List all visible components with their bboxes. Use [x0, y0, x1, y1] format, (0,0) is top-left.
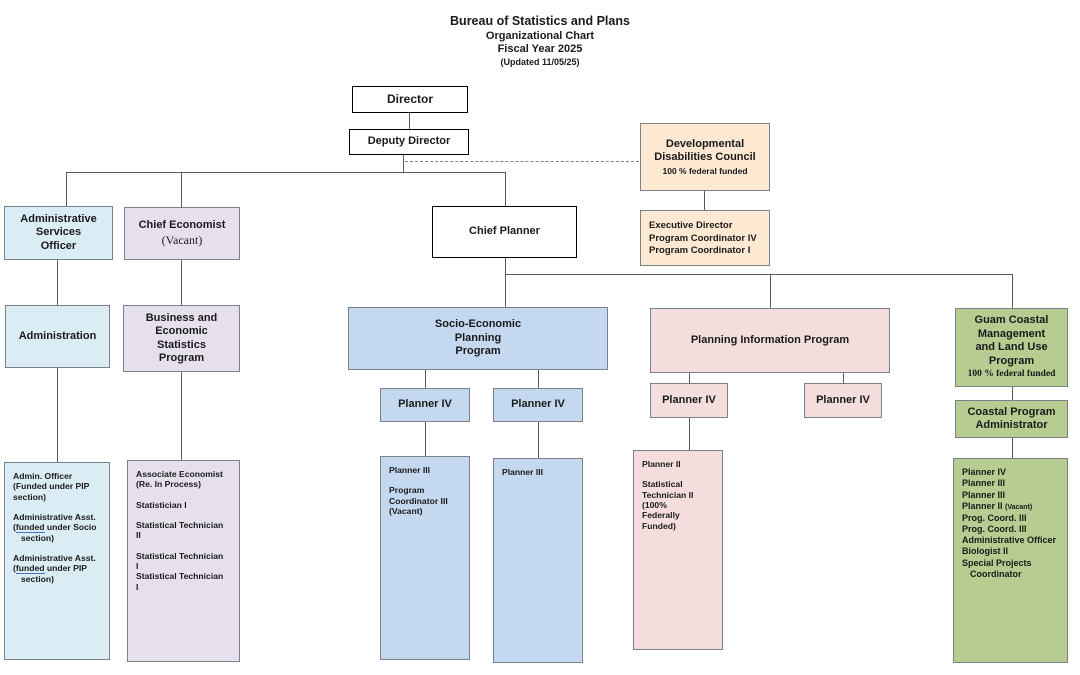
connector-coastal-staff [1012, 438, 1014, 458]
node-deputy-director-label: Deputy Director [367, 135, 451, 148]
connector-bus1-chief-planner [505, 172, 507, 206]
node-sepp-planner-iv-right: Planner IV [493, 388, 583, 422]
node-sepp-staff-list-right: Planner III [493, 458, 583, 663]
node-director: Director [352, 86, 468, 113]
connector-bus2-pip [770, 274, 772, 308]
connector-sepp-planner4-right [538, 370, 540, 388]
node-chief-economist: Chief Economist (Vacant) [124, 207, 240, 260]
chart-title: Bureau of Statistics and Plans Organizat… [0, 14, 1080, 68]
connector-pip-planner4-right [843, 373, 845, 383]
connector-administration-staff [57, 368, 59, 462]
connector-bus1-aso [66, 172, 68, 206]
connector-bus1 [66, 172, 506, 174]
connector-pip-planner4-staff [689, 418, 691, 450]
node-director-label: Director [386, 92, 433, 107]
ddc-funding-note: 100 % federal funded [662, 165, 748, 176]
connector-besp-staff [181, 372, 183, 460]
connector-pip-planner4-left [689, 373, 691, 383]
connector-bus1-chief-economist [181, 172, 183, 207]
besp-staff-lines: Associate Economist(Re. In Process) Stat… [136, 469, 224, 592]
sepp-planner-iv-right-label: Planner IV [511, 398, 565, 411]
connector-economist-besp [181, 260, 183, 305]
coastal-funding-note: 100 % federal funded [967, 369, 1056, 380]
chart-title-line3: Fiscal Year 2025 [497, 43, 583, 56]
node-pip-planner-iv-left: Planner IV [650, 383, 728, 418]
chief-economist-vacancy: (Vacant) [161, 232, 203, 247]
connector-director-deputy [409, 113, 411, 129]
connector-coastal-admin [1012, 387, 1014, 400]
chief-economist-label: Chief Economist [138, 219, 226, 232]
chart-title-line4: (Updated 11/05/25) [500, 57, 580, 68]
node-sepp-planner-iv-left: Planner IV [380, 388, 470, 422]
connector-aso-administration [57, 260, 59, 305]
node-chief-planner: Chief Planner [432, 206, 577, 258]
chart-title-line2: Organizational Chart [485, 29, 595, 42]
chart-title-line1: Bureau of Statistics and Plans [450, 14, 630, 28]
pip-planner-iv-left-label: Planner IV [662, 393, 716, 406]
connector-bus2 [505, 274, 1013, 276]
connector-planner4-staff-right [538, 422, 540, 458]
connector-chief-planner-bus2 [505, 258, 507, 307]
chief-planner-label: Chief Planner [469, 225, 540, 238]
connector-ddc-staff [704, 191, 706, 210]
connector-deputy-bus1 [403, 155, 405, 173]
connector-dashed-ddc [405, 161, 639, 162]
pip-label: Planning Information Program [690, 333, 850, 346]
node-planning-information-program: Planning Information Program [650, 308, 890, 373]
node-administration: Administration [5, 305, 110, 368]
node-deputy-director: Deputy Director [349, 129, 469, 155]
sepp-planner-iv-left-label: Planner IV [398, 398, 452, 411]
connector-sepp-planner4-left [425, 370, 427, 388]
node-pip-planner-iv-right: Planner IV [804, 383, 882, 418]
sepp-staff-right-lines: Planner III [502, 467, 544, 477]
connector-bus2-coastal [1012, 274, 1014, 308]
administration-label: Administration [18, 329, 97, 342]
pip-planner-iv-right-label: Planner IV [816, 393, 870, 406]
connector-planner4-staff-left [425, 422, 427, 456]
node-besp-staff-list: Associate Economist(Re. In Process) Stat… [127, 460, 240, 662]
